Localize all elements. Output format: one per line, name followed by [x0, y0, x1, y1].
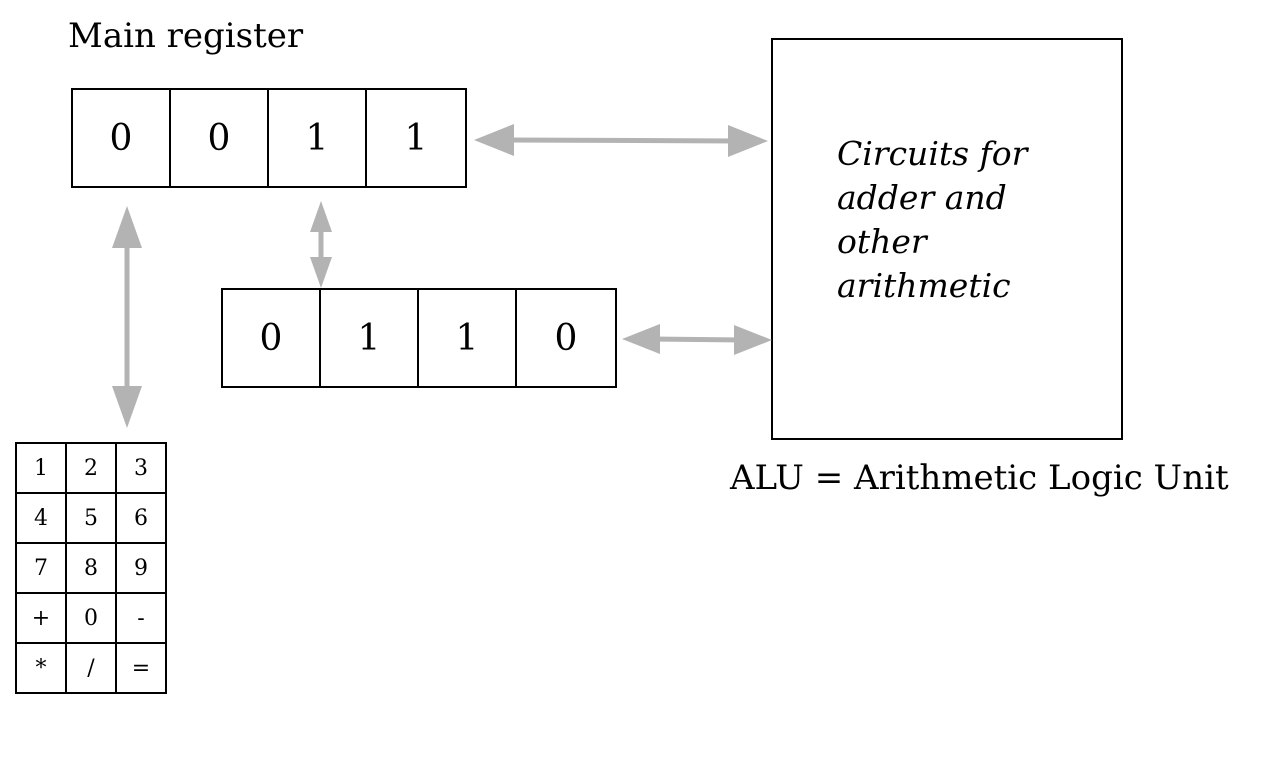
- main-register-label: Main register: [68, 16, 304, 56]
- keypad-key-minus: -: [117, 594, 167, 644]
- keypad-key-7: 7: [17, 544, 67, 594]
- alu-line-3: other: [837, 222, 927, 261]
- keypad-key-0: 0: [67, 594, 117, 644]
- main-register: 0 0 1 1: [71, 88, 467, 188]
- main-register-bit-1: 0: [171, 90, 269, 186]
- second-register-bit-2: 1: [419, 290, 517, 386]
- keypad-key-plus: +: [17, 594, 67, 644]
- arrow-register-to-register: [310, 201, 332, 288]
- keypad-key-equals: =: [117, 644, 167, 694]
- keypad: 1 2 3 4 5 6 7 8 9 + 0 - * / =: [15, 442, 167, 694]
- arrow-register-to-keypad: [112, 206, 142, 428]
- alu-line-4: arithmetic: [837, 266, 1011, 305]
- keypad-key-1: 1: [17, 444, 67, 494]
- alu-line-1: Circuits for: [837, 134, 1028, 173]
- keypad-key-4: 4: [17, 494, 67, 544]
- alu-description: Circuits for adder and other arithmetic: [837, 132, 1027, 308]
- keypad-key-2: 2: [67, 444, 117, 494]
- second-register-bit-1: 1: [321, 290, 419, 386]
- main-register-bit-0: 0: [73, 90, 171, 186]
- keypad-key-3: 3: [117, 444, 167, 494]
- main-register-bit-2: 1: [269, 90, 367, 186]
- alu-box: Circuits for adder and other arithmetic: [771, 38, 1123, 440]
- main-register-bit-3: 1: [404, 117, 428, 159]
- keypad-key-9: 9: [117, 544, 167, 594]
- keypad-key-multiply: *: [17, 644, 67, 694]
- keypad-key-5: 5: [67, 494, 117, 544]
- alu-line-2: adder and: [837, 178, 1007, 217]
- second-register-bit-3: 0: [554, 317, 578, 359]
- alu-caption: ALU = Arithmetic Logic Unit: [730, 458, 1229, 498]
- arrow-main-register-alu: [474, 124, 768, 157]
- keypad-key-6: 6: [117, 494, 167, 544]
- second-register-bit-0: 0: [223, 290, 321, 386]
- arrow-second-register-alu: [622, 324, 772, 355]
- second-register: 0 1 1 0: [221, 288, 617, 388]
- keypad-key-8: 8: [67, 544, 117, 594]
- keypad-key-divide: /: [67, 644, 117, 694]
